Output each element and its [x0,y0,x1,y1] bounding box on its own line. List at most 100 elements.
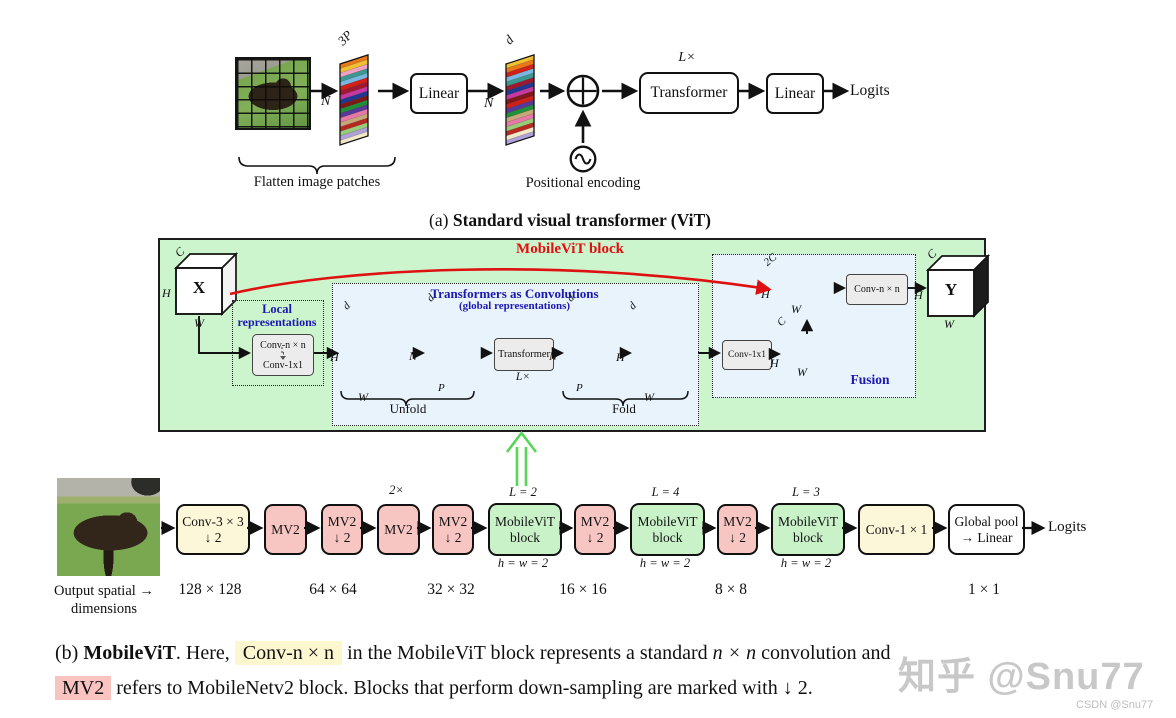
stage-mobilevit-2: MobileViT block [630,503,705,556]
linear2-label: Linear [774,84,816,102]
stage-mv2-6: MV2 ↓ 2 [717,504,758,555]
dim-label-h-cube1: H [330,350,339,364]
mobilevit-block-title: MobileViT block [516,241,624,257]
spatial-dim-16: 16 × 16 [559,581,607,598]
linear2-box: Linear [766,73,824,114]
local-title-line1: Local [262,302,292,316]
dim-label-w-cube1: W [358,390,368,404]
dim-label-h-y: H [914,288,923,302]
caption-b-seg4: refers to MobileNetv2 block. Blocks that… [111,677,813,699]
dim-label-h-cube2: H [616,350,625,364]
caption-b-seg3: convolution and [756,642,891,664]
stage-mv2-3: MV2 [377,504,420,555]
caption-b-line1: (b) MobileViT. Here, Conv-n × n in the M… [55,636,1120,671]
linear1-label: Linear [418,84,460,102]
stage-l-label: L = 2 [509,485,537,499]
sine-wave-icon [569,145,597,173]
dim-label-h-lower: H [770,356,779,370]
stage-sublabel: block [652,529,683,545]
dim-label-w-concat: W [791,302,801,316]
stage-label: MV2 [271,521,300,537]
dim-label-d1: d [501,32,517,48]
stage-mv2-5: MV2 ↓ 2 [574,504,616,555]
transformer-label: Transformer [650,84,728,101]
spatial-dim-64: 64 × 64 [309,581,357,598]
l-times-label: L× [678,50,696,65]
stage-sublabel: ↓ 2 [333,529,351,545]
spatial-dim-32: 32 × 32 [427,581,475,598]
stage-label: MobileViT [495,514,555,530]
stage-sublabel: ↓ 2 [204,529,222,545]
fold-label: Fold [612,401,636,416]
stage-mobilevit-3: MobileViT block [771,503,845,556]
dim-label-w-lower: W [797,365,807,379]
dim-label-n-stack2: N [549,349,558,363]
output-tensor-label: Y [944,280,958,299]
dim-label-w-cube2: W [644,390,654,404]
stage-mv2-1: MV2 [264,504,307,555]
plus-circle-icon [566,74,600,108]
dim-label-h-concat: H [761,287,770,301]
stage-label: MV2 [723,514,752,530]
stage-global-pool: Global pool → Linear [948,504,1025,555]
linear1-box: Linear [410,73,468,114]
dim-label-3p: 3P [334,27,356,49]
caption-b: (b) MobileViT. Here, Conv-n × n in the M… [55,636,1120,706]
caption-b-line2: MV2 refers to MobileNetv2 block. Blocks … [55,671,1120,706]
stage-label: Conv-3 × 3 [182,514,244,530]
dim-label-w-y: W [944,317,954,331]
stage-mobilevit-1: MobileViT block [488,503,562,556]
dim-label-p-stack2: P [576,382,583,394]
input-tensor-cube [174,251,238,317]
caption-b-seg1: . Here, [175,642,235,664]
caption-a-prefix: (a) [429,210,449,230]
stage-label: MV2 [580,514,610,530]
global-subtitle: (global representations) [458,300,571,312]
stage-sublabel: block [510,529,540,545]
stage-repeat-label: 2× [389,483,404,497]
stage-sublabel: ↓ 2 [444,529,462,545]
output-tensor-cube [926,253,990,319]
pos-encoding-label: Positional encoding [525,175,641,191]
dim-label-n-stack1: N [409,349,418,363]
dim-label-n2: N [484,96,494,111]
global-transformer-label: Transformer [497,348,551,360]
stage-sublabel: block [793,529,823,545]
caption-b-seg2: in the MobileViT block represents a stan… [342,642,713,664]
stage-mv2-4: MV2 ↓ 2 [432,504,474,555]
input-image [57,478,160,576]
caption-a-title: Standard visual transformer (ViT) [452,210,711,230]
stage-sublabel: ↓ 2 [729,529,746,545]
stage-label: MV2 [384,521,413,537]
spatial-dim-1: 1 × 1 [968,581,1000,598]
token-stack-3p [339,54,369,146]
output-dims-label-line1: Output spatial → [54,583,154,599]
stage-hw-label: h = w = 2 [497,556,549,570]
down-dashed-arrow-icon [279,351,286,360]
stage-label: Conv-1 × 1 [865,521,928,537]
input-tensor-label: X [192,278,206,297]
fusion-convnxn-label: Conv-n × n [854,284,900,295]
fusion-conv1x1-label: Conv-1x1 [728,349,766,360]
stage-mv2-2: MV2 ↓ 2 [321,504,363,555]
caption-b-prefix: (b) [55,642,84,664]
output-dims-label-line2: dimensions [70,601,138,617]
stage-conv1x1: Conv-1 × 1 [858,504,935,555]
dim-label-n1: N [321,94,331,109]
global-l-times-label: L× [515,371,531,383]
local-conv-bottom-label: Conv-1x1 [263,359,303,371]
caption-b-name: MobileViT [83,642,176,664]
spatial-dim-128: 128 × 128 [178,581,242,598]
local-conv-box: Conv-n × n Conv-1x1 [252,334,314,376]
stage-label: Global pool [954,514,1019,530]
caption-b-conv-highlight: Conv-n × n [234,641,343,665]
global-transformer-box: Transformer [494,338,554,371]
token-stack-d [505,54,535,146]
spatial-dim-8: 8 × 8 [715,581,747,598]
stage-l-label: L = 3 [792,485,820,499]
fusion-convnxn-box: Conv-n × n [846,274,908,305]
dim-label-p-stack1: P [438,382,445,394]
stage-hw-label: h = w = 2 [639,556,691,570]
dim-label-h-x: H [162,286,171,300]
stage-label: MobileViT [637,514,698,530]
